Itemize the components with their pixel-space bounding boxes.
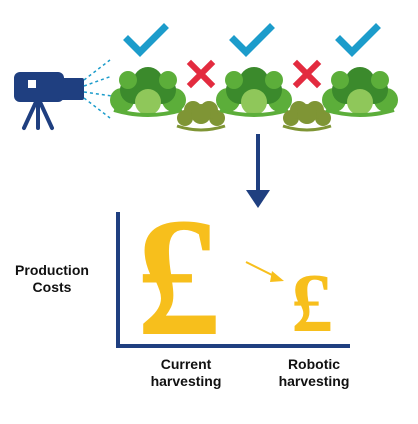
check-icon: [335, 23, 381, 57]
camera-view-lines: [83, 59, 113, 119]
camera-scene: [14, 59, 113, 130]
current-cost-pound: £: [136, 183, 221, 371]
category-label-current: Current harvesting: [150, 356, 222, 389]
plant-row: [110, 23, 398, 132]
cost-decrease-arrow: [245, 261, 284, 282]
down-arrow-icon: [246, 134, 270, 208]
check-icon: [229, 23, 275, 57]
healthy-plant: [110, 67, 186, 117]
cross-icon: [292, 59, 322, 89]
healthy-plant: [216, 67, 292, 117]
cross-icon: [186, 59, 216, 89]
category-label-robotic: Robotic harvesting: [278, 356, 350, 389]
check-icon: [123, 23, 169, 57]
healthy-plant: [322, 67, 398, 117]
diseased-plant: [282, 101, 332, 132]
robotic-cost-pound: £: [291, 257, 333, 350]
y-axis-label: Production Costs: [15, 262, 89, 295]
diseased-plant: [176, 101, 226, 132]
camera-icon: [14, 72, 84, 130]
